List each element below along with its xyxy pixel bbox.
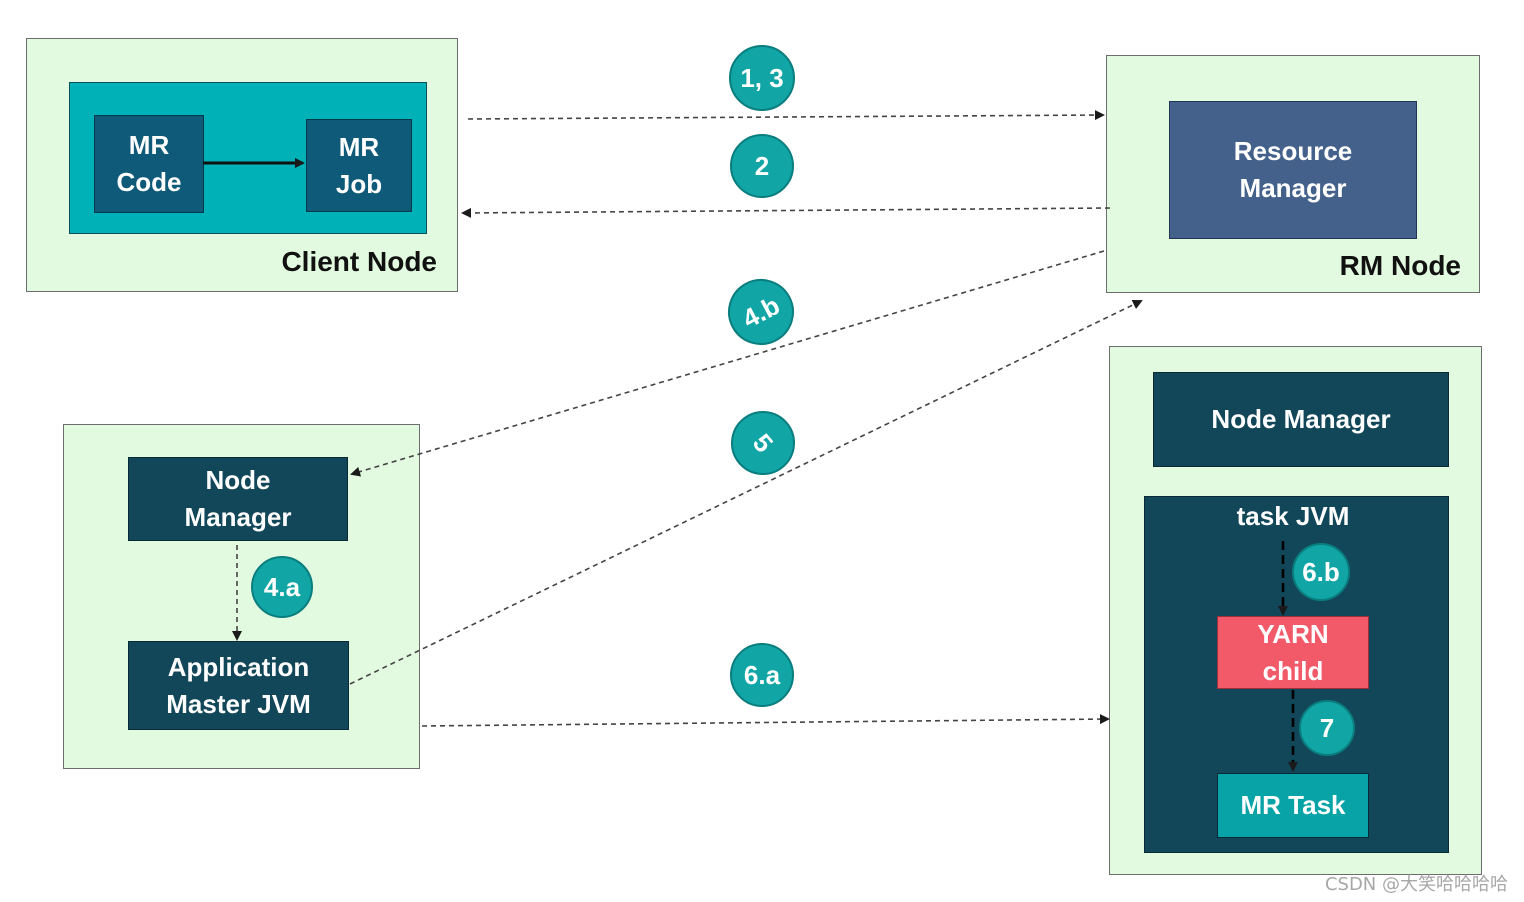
- mr-job-box: MR Job: [306, 119, 412, 212]
- worker-node: Node Manager task JVM YARN child MR Task: [1109, 346, 1482, 875]
- mr-code-box: MR Code: [94, 115, 204, 213]
- yarn-child-box: YARN child: [1217, 616, 1369, 689]
- arrow-1-3: [467, 110, 1105, 121]
- arrow-2: [461, 207, 1111, 218]
- arrow-5: [349, 299, 1143, 685]
- task-jvm-label: task JVM: [1236, 501, 1350, 531]
- resource-manager-box: Resource Manager: [1169, 101, 1417, 239]
- step-badge-2: 2: [730, 134, 794, 198]
- mr-task-box: MR Task: [1217, 773, 1369, 838]
- node-manager-box: Node Manager: [128, 457, 348, 541]
- step-badge-4a: 4.a: [251, 556, 313, 618]
- am-node: Node Manager Application Master JVM: [63, 424, 420, 769]
- step-badge-6b: 6.b: [1292, 543, 1350, 601]
- step-badge-4b: 4.b: [716, 267, 806, 357]
- app-master-jvm-box: Application Master JVM: [128, 641, 349, 730]
- arrow-6a: [421, 714, 1110, 727]
- arrow-4b: [350, 250, 1105, 477]
- rm-node-label: RM Node: [1339, 250, 1461, 281]
- client-node-label: Client Node: [281, 246, 437, 277]
- rm-node: Resource Manager RM Node: [1106, 55, 1480, 293]
- worker-node-manager-box: Node Manager: [1153, 372, 1449, 467]
- step-badge-7: 7: [1299, 700, 1355, 756]
- client-node: MR Code MR Job Client Node: [26, 38, 458, 292]
- watermark-text: CSDN @大笑哈哈哈哈: [1324, 874, 1508, 895]
- step-badge-1-3: 1, 3: [729, 45, 795, 111]
- step-badge-6a: 6.a: [730, 643, 794, 707]
- step-badge-5: 5: [717, 397, 809, 489]
